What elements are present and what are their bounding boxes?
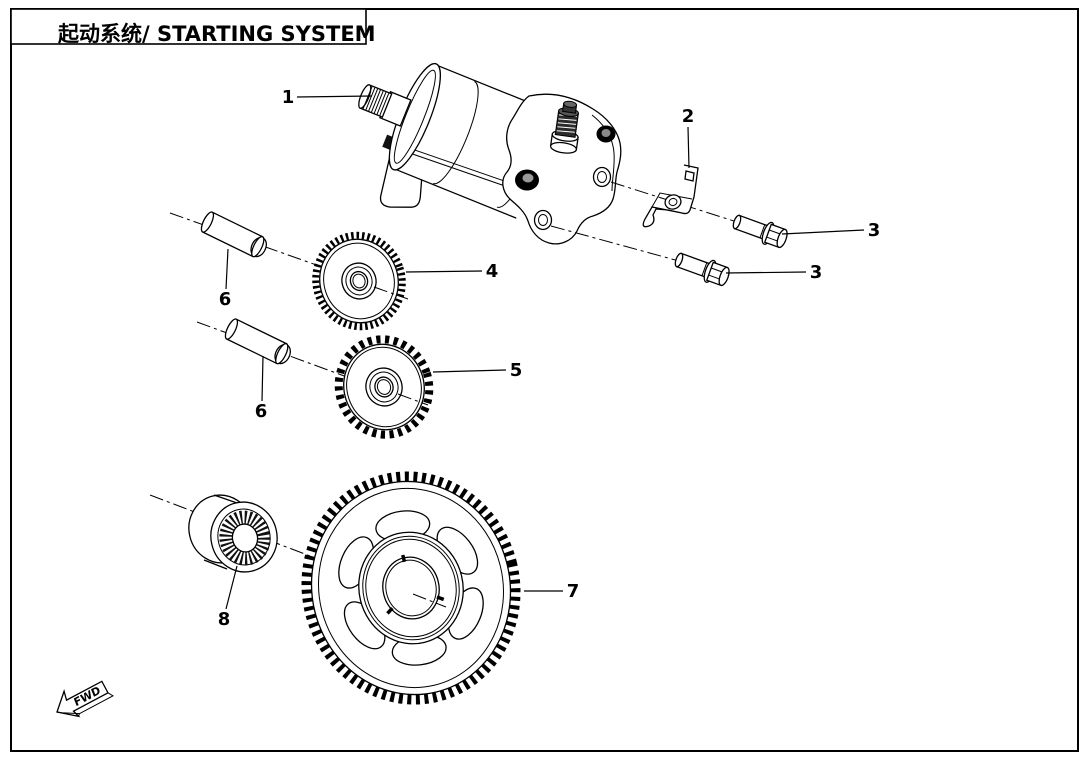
terminal-stud (549, 100, 579, 154)
part-mounting-bracket (642, 164, 699, 228)
leader-line-6a (225, 248, 229, 290)
terminal-cap (596, 125, 616, 143)
leader-line-3b (725, 271, 807, 274)
center-line-bearing (149, 494, 319, 560)
leader-line-4 (405, 270, 483, 273)
center-line-bolt-lower (550, 225, 680, 262)
callout-label-4: 4 (486, 261, 499, 282)
leader-line-3a (781, 229, 865, 235)
center-line-bolt-upper (610, 181, 738, 223)
bracket-hole (664, 194, 682, 210)
part-pin-lower (224, 318, 291, 366)
motor-spline-shaft (358, 84, 412, 127)
part-bolt-lower (674, 252, 730, 287)
clutch-bore-notches (386, 554, 445, 615)
part-pin-upper (200, 211, 267, 259)
part-needle-bearing (188, 494, 278, 573)
bracket-slot (684, 170, 695, 182)
center-line-gear-lower (397, 393, 429, 406)
leader-line-6b (261, 355, 264, 402)
callout-label-7: 7 (567, 581, 580, 602)
leader-line-2 (687, 126, 690, 169)
leader-line-1 (296, 95, 373, 98)
leader-line-8 (225, 565, 238, 610)
flange-hole-upper (592, 166, 612, 188)
callout-label-1: 1 (282, 87, 295, 108)
callout-label-8: 8 (218, 609, 231, 630)
callout-label-6a: 6 (219, 289, 232, 310)
part-idler-gear-upper (312, 231, 406, 331)
part-idler-gear-lower (334, 335, 434, 439)
flange-nut (515, 169, 539, 191)
callout-label-3b: 3 (810, 262, 823, 283)
flange-hole-lower (533, 209, 553, 231)
part-starter-motor (358, 62, 622, 245)
callout-label-5: 5 (510, 360, 523, 381)
callout-label-6b: 6 (255, 401, 268, 422)
title-box (10, 8, 367, 45)
callout-label-2: 2 (682, 106, 695, 127)
bearing-needles (219, 510, 271, 566)
center-line-clutch-gear (412, 593, 447, 608)
leader-line-5 (432, 369, 507, 373)
callouts: 1 2 3 3 4 5 6 6 7 8 (218, 87, 881, 630)
part-starter-clutch-gear (301, 471, 521, 705)
page-title: 起动系统/ STARTING SYSTEM (57, 22, 376, 46)
callout-label-3a: 3 (868, 220, 881, 241)
center-line-gear-upper (373, 286, 409, 300)
motor-rear-flange (502, 93, 622, 245)
